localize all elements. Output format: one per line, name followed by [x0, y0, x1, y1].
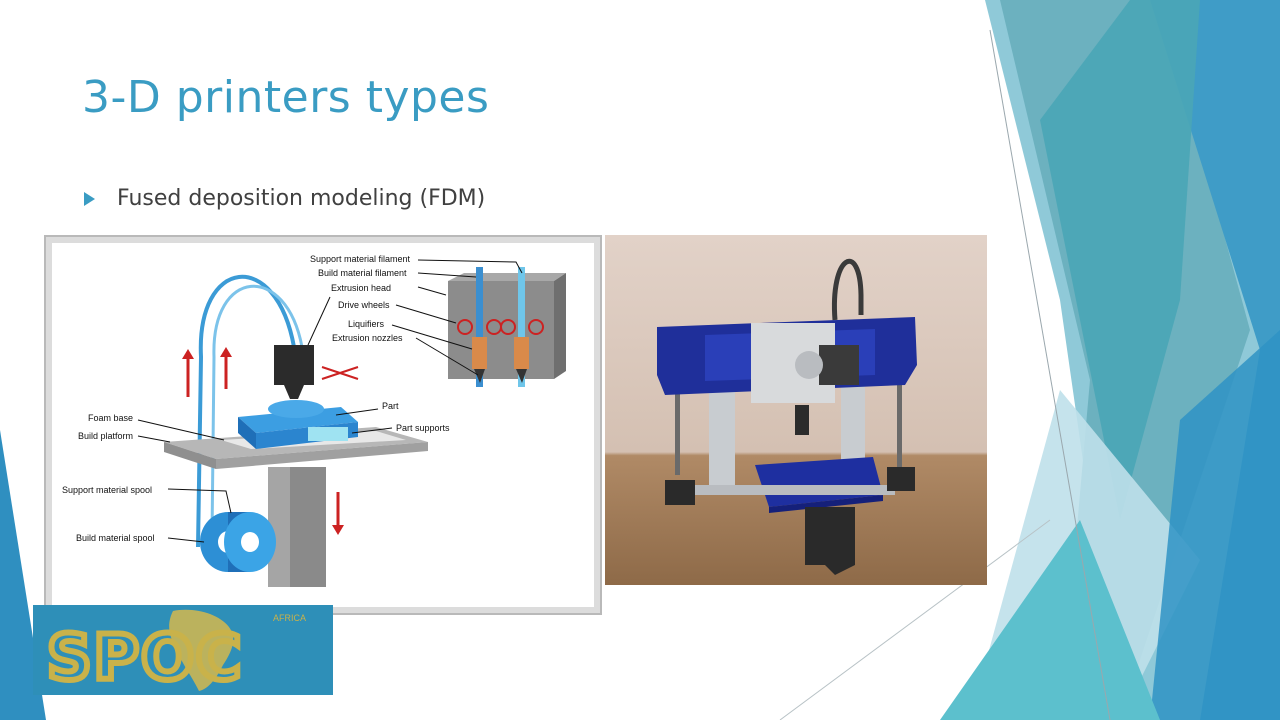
nozzle-1 — [474, 369, 485, 383]
filament-tube-inner — [210, 284, 304, 538]
extruder-nozzle — [795, 405, 809, 435]
head-detail-side — [554, 273, 566, 379]
bullet-arrow-icon — [84, 191, 95, 206]
leader-lines — [137, 259, 523, 543]
support-filament-line — [518, 267, 525, 387]
extruder-gear — [795, 351, 823, 379]
slide-title: 3-D printers types — [82, 72, 490, 123]
label-support-spool: Support material spool — [62, 485, 152, 495]
extrusion-head-box — [274, 345, 314, 385]
label-liquifiers: Liquifiers — [348, 319, 385, 329]
logo-tag: AFRICA — [273, 613, 306, 623]
drive-wheel-1 — [457, 319, 473, 335]
label-build-filament: Build material filament — [318, 268, 407, 278]
label-build-spool: Build material spool — [76, 533, 155, 543]
head-detail-top — [448, 273, 566, 281]
deco-panel-bottom — [940, 520, 1160, 720]
label-extrusion-nozzles: Extrusion nozzles — [332, 333, 403, 343]
arrow-up-1-head — [182, 349, 194, 359]
deco-panel-teal — [1040, 0, 1200, 520]
liquifier-2 — [514, 337, 529, 369]
label-part-supports: Part supports — [396, 423, 450, 433]
label-extrusion-head: Extrusion head — [331, 283, 391, 293]
label-part: Part — [382, 401, 399, 411]
printer-photo-svg — [605, 235, 987, 585]
right-rod — [897, 365, 902, 475]
part-supports-block — [308, 427, 348, 441]
pedestal-highlight — [268, 467, 290, 587]
bullet-item: Fused deposition modeling (FDM) — [84, 186, 485, 211]
y-axis-rail — [805, 507, 855, 575]
nozzle-2 — [516, 369, 527, 383]
deco-line-1 — [989, 29, 1111, 720]
filament-tube-outer — [196, 274, 296, 548]
stepper-motor — [819, 345, 859, 385]
arrow-down-head — [332, 525, 344, 535]
fdm-diagram-svg: Support material filament Build material… — [62, 254, 566, 587]
extrusion-nozzle — [284, 385, 304, 399]
right-foot — [887, 467, 915, 491]
africa-map-icon — [169, 609, 234, 691]
label-support-filament: Support material filament — [310, 254, 411, 264]
logo-wordmark: SPOC — [47, 621, 243, 694]
drive-wheel-3 — [500, 319, 516, 335]
build-filament-line — [476, 267, 483, 387]
base-rail — [695, 485, 895, 495]
left-rod — [675, 365, 680, 475]
left-foot — [665, 480, 695, 505]
label-build-platform: Build platform — [78, 431, 133, 441]
spoc-logo: SPOC AFRICA — [33, 605, 333, 697]
part-dome — [268, 400, 324, 418]
drive-wheel-4 — [528, 319, 544, 335]
spoc-logo-svg: SPOC AFRICA — [33, 605, 333, 697]
label-foam-base: Foam base — [88, 413, 133, 423]
part-top — [238, 407, 358, 433]
cross-arrows — [321, 366, 359, 380]
liquifier-1 — [472, 337, 487, 369]
build-platform-side — [164, 442, 216, 469]
build-plate-edge — [769, 495, 883, 513]
printer-photo — [605, 235, 987, 585]
build-platform-front — [216, 442, 428, 469]
arrow-up-2-head — [220, 347, 232, 357]
spool-hub-2 — [241, 532, 259, 552]
fdm-diagram: Support material filament Build material… — [44, 235, 602, 615]
deco-line-2 — [779, 519, 1051, 720]
bullet-text: Fused deposition modeling (FDM) — [117, 186, 486, 211]
part-left — [238, 417, 256, 449]
deco-panel-deep — [1150, 330, 1280, 720]
label-drive-wheels: Drive wheels — [338, 300, 390, 310]
filament-feed-tube — [831, 258, 864, 321]
